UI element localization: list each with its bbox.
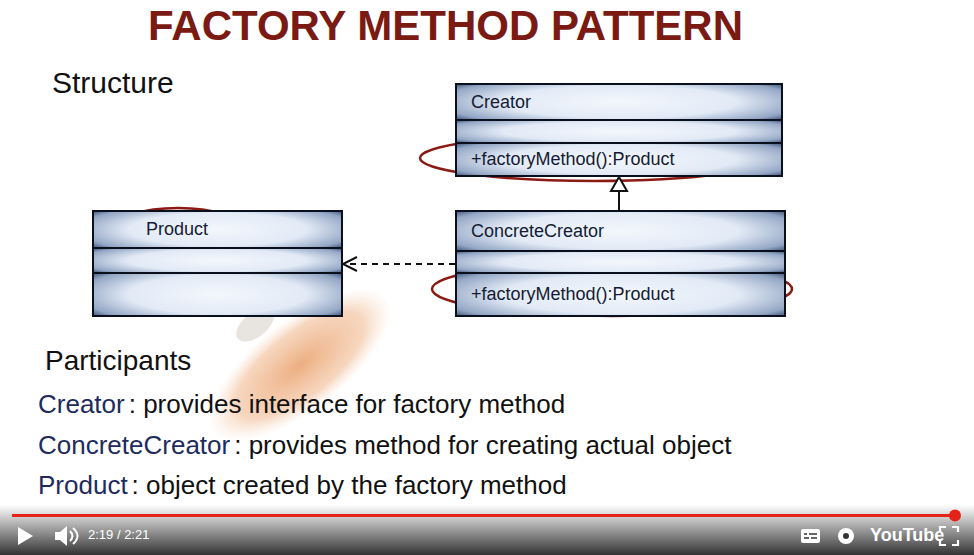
participant-name: ConcreteCreator [38,431,230,461]
section-heading: Structure [52,66,174,101]
connector-line [618,191,620,210]
class-operation: +factoryMethod():Product [471,149,675,170]
captions-marks [804,534,817,538]
class-compartment [94,272,341,315]
participant-name: Product [38,471,128,501]
inheritance-connector [611,177,627,210]
participant-line: Product: object created by the factory m… [38,471,567,501]
participant-description: : object created by the factory method [132,471,567,501]
class-name: ConcreteCreator [471,221,604,242]
player-logo: YouTube [870,525,944,546]
participant-name: Creator [38,390,125,420]
class-compartment: +factoryMethod():Product [457,272,784,315]
class-compartment: ConcreteCreator [457,212,784,250]
class-name: Product [146,219,208,240]
uml-class-box: Creator +factoryMethod():Product [455,83,783,177]
play-icon [18,527,33,545]
dependency-arrowhead [343,257,357,271]
volume-icon [55,526,67,546]
inheritance-arrowhead [611,177,627,191]
title-text: FACTORY METHOD PATTERN [148,2,743,50]
class-compartment [457,119,781,142]
settings-hole [843,533,849,539]
class-name: Creator [471,92,531,113]
progress-knob [949,510,961,522]
progress-track [12,514,962,517]
volume-waves [70,528,78,544]
class-operation: +factoryMethod():Product [471,284,675,305]
class-compartment: Product [94,212,341,247]
captions-icon [801,529,820,543]
dependency-connector [343,257,455,271]
participant-line: ConcreteCreator: provides method for cre… [38,431,731,461]
class-compartment [94,247,341,272]
uml-class-box: ConcreteCreator +factoryMethod():Product [455,210,786,317]
player-bar [0,505,974,555]
class-compartment: Creator [457,85,781,119]
settings-icon [838,528,854,544]
participant-description: : provides method for creating actual ob… [234,431,731,461]
connector-line [343,263,455,265]
section-heading: Participants [45,345,191,377]
class-compartment: +factoryMethod():Product [457,142,781,175]
time-display: 2:19 / 2:21 [88,528,149,543]
class-compartment [457,250,784,272]
participant-line: Creator: provides interface for factory … [38,390,565,420]
progress-fill [12,514,955,517]
participant-description: : provides interface for factory method [129,390,565,420]
uml-class-box: Product [92,210,343,317]
